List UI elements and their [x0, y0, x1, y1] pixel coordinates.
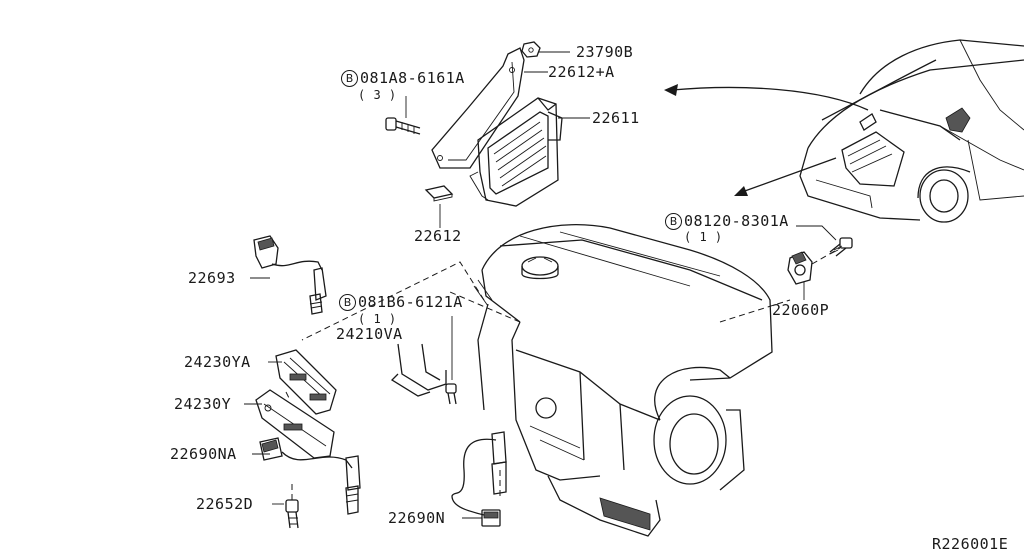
callout-22612a: 22612+A: [548, 63, 615, 81]
bolt-081b6: [445, 383, 457, 405]
sensor-22690na: [259, 437, 361, 515]
ecm-unit: [469, 97, 563, 207]
vehicle-drawing: [664, 39, 1024, 223]
bracket-24210va: [390, 343, 447, 397]
bolt-qty-b2: ( 1 ): [358, 312, 397, 326]
sensor-22693: [253, 235, 327, 315]
callout-22611: 22611: [592, 109, 640, 127]
callout-leaders: [244, 51, 837, 519]
callout-24230y: 24230Y: [174, 395, 232, 413]
heat-shield-24230ya: [275, 349, 337, 415]
bracket-bolt: [385, 117, 421, 135]
bolt-code-b2: 081B6-6121A: [358, 293, 463, 311]
callout-23790b: 23790B: [576, 43, 634, 61]
knock-sensor-22060p: [787, 251, 813, 285]
sensor-22690n: [451, 431, 507, 527]
bolt-symbol-b3: B: [665, 213, 682, 230]
heat-shield-24230y: [255, 389, 335, 459]
callout-22612: 22612: [414, 227, 462, 245]
callout-24210va: 24210VA: [336, 325, 403, 343]
bolt-qty-b3: ( 1 ): [684, 230, 723, 244]
bolt-code-b3: 08120-8301A: [684, 212, 789, 230]
ecm-bracket-drawing: [385, 41, 563, 207]
engine-drawing: [473, 224, 773, 537]
leader-dashes: [285, 247, 841, 500]
bolt-symbol-b2: B: [339, 294, 356, 311]
callout-22693: 22693: [188, 269, 236, 287]
callout-22690na: 22690NA: [170, 445, 237, 463]
callout-22690n: 22690N: [388, 509, 446, 527]
bolt-code-b1: 081A8-6161A: [360, 69, 465, 87]
callout-22652d: 22652D: [196, 495, 254, 513]
bolt-qty-b1: ( 3 ): [358, 88, 397, 102]
bolt-08120: [829, 237, 853, 257]
bolt-symbol-b1: B: [341, 70, 358, 87]
callout-22060p: 22060P: [772, 301, 830, 319]
reference-code: R226001E: [932, 535, 1009, 553]
callout-24230ya: 24230YA: [184, 353, 251, 371]
bolt-22652d: [285, 499, 299, 529]
